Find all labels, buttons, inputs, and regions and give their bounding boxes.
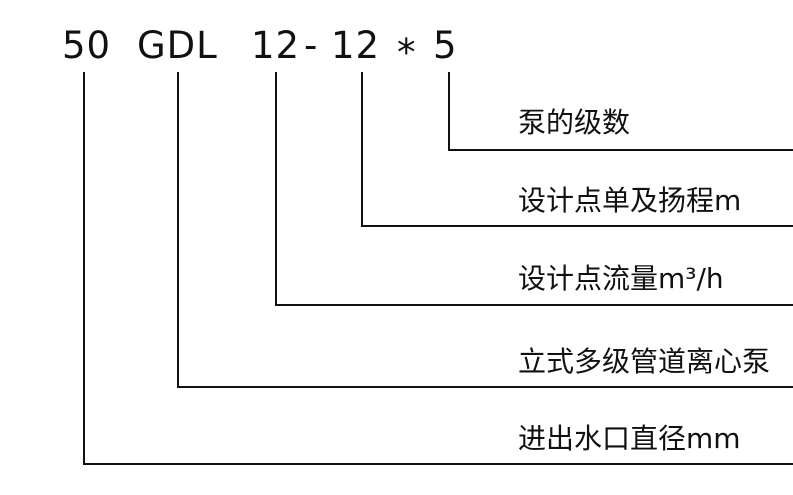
label-stage-count: 泵的级数 [518, 106, 631, 139]
model-token-star-separator: * [397, 31, 417, 74]
connector-line-series-code [177, 72, 793, 388]
connector-line-flow-rate [275, 72, 793, 306]
label-pump-type: 立式多级管道离心泵 [518, 345, 771, 378]
connector-line-inlet-outlet-size [83, 72, 793, 465]
label-design-flow-rate: 设计点流量m³/h [518, 262, 724, 295]
model-token-flow-rate: 12 [251, 24, 301, 67]
connector-line-stage-count [448, 72, 793, 151]
label-design-head: 设计点单及扬程m [518, 184, 742, 217]
label-inlet-outlet-size: 进出水口直径mm [518, 422, 741, 455]
model-token-series-code: GDL [137, 24, 218, 67]
model-token-head: 12 [331, 24, 381, 67]
model-token-inlet-outlet-size: 50 [62, 24, 112, 67]
model-token-stage-count: 5 [433, 24, 458, 67]
model-token-dash-separator: - [304, 24, 319, 67]
connector-line-head [361, 72, 793, 227]
